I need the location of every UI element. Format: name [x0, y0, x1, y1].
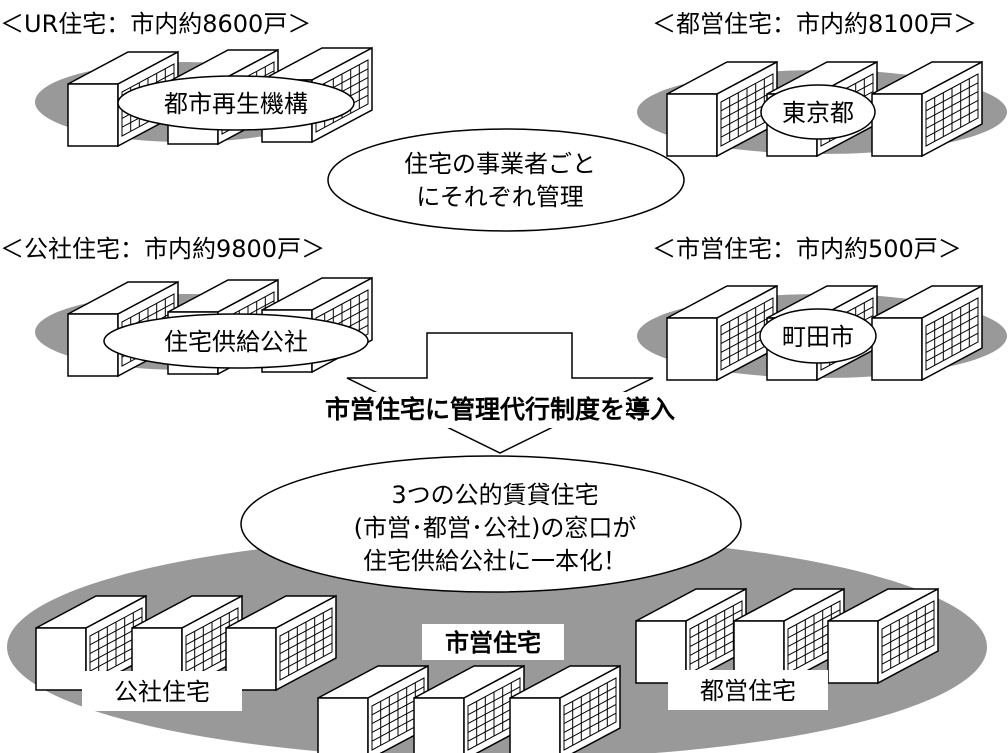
operator-toei: 東京都	[782, 99, 854, 127]
operator-bubble-kosha	[103, 313, 369, 369]
arrow-label: 市営住宅に管理代行制度を導入	[325, 395, 675, 424]
label-box-shiei	[422, 624, 564, 660]
result-note-line2: (市営･都営･公社)の窓口が	[354, 514, 637, 542]
bottom-label-shiei: 市営住宅	[445, 629, 541, 657]
result-note-line1: 3つの公的賃貸住宅	[391, 481, 598, 509]
label-box-toei	[668, 670, 828, 710]
header-ur: ＜UR住宅：市内約8600戸＞	[0, 10, 311, 38]
center-note-bubble	[327, 128, 685, 232]
result-note-line3: 住宅供給公社に一本化！	[363, 547, 627, 575]
operator-bubble-ur	[117, 75, 355, 131]
header-kosha: ＜公社住宅：市内約9800戸＞	[0, 235, 325, 263]
label-box-kosha	[82, 671, 242, 711]
bottom-label-toei: 都営住宅	[700, 677, 796, 705]
center-note-line2: にそれぞれ管理	[416, 183, 584, 211]
operator-bubble-toei	[760, 84, 876, 140]
arrow-label-bg	[330, 392, 672, 428]
operator-bubble-shiei	[759, 308, 877, 364]
operator-ur: 都市再生機構	[164, 90, 308, 118]
operator-shiei: 町田市	[782, 323, 854, 351]
header-shiei: ＜市営住宅：市内約500戸＞	[652, 235, 962, 263]
header-toei: ＜都営住宅：市内約8100戸＞	[652, 10, 977, 38]
bottom-label-kosha: 公社住宅	[114, 678, 210, 706]
center-note-line1: 住宅の事業者ごと	[404, 150, 596, 178]
result-note-bubble	[240, 455, 742, 593]
operator-kosha: 住宅供給公社	[164, 328, 308, 356]
